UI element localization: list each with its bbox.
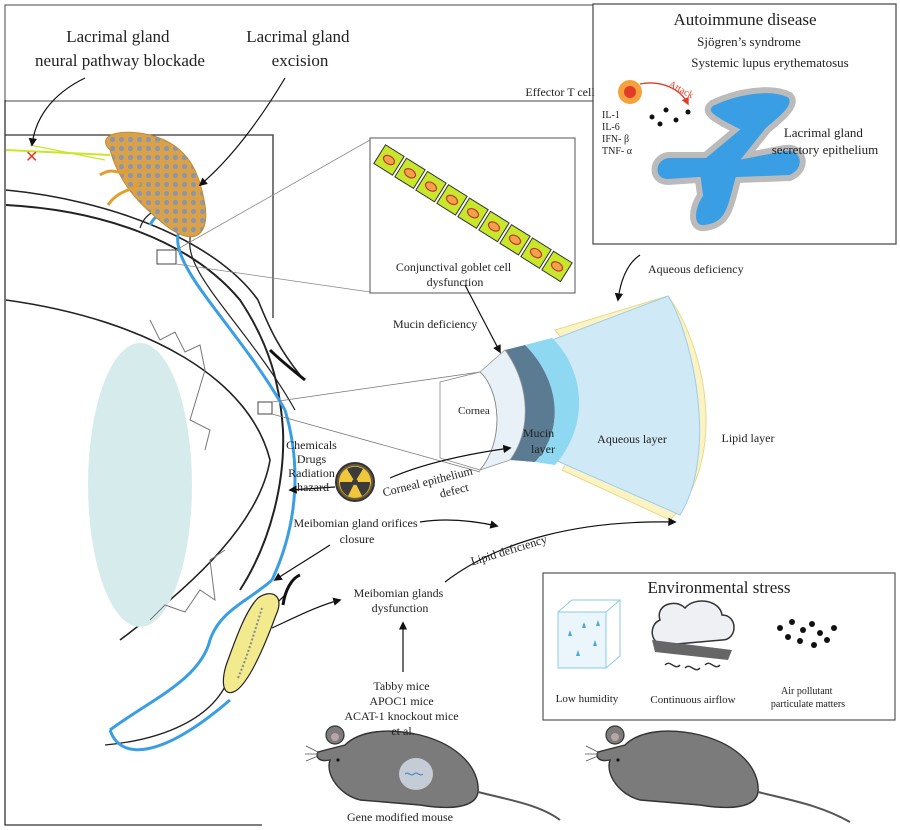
secretory-epithelium (651, 87, 806, 232)
svg-text:Meibomian gland orifices c: Meibomian gland orifices closure (294, 516, 421, 546)
svg-text:Meibomian glands dysfuncti: Meibomian glands dysfunction (354, 586, 447, 615)
goblet-cell-nucleus (487, 221, 501, 232)
arrow-lipid-deficiency (444, 517, 677, 583)
excision-label-2: excision (272, 51, 329, 70)
drugs-label: Drugs (297, 452, 327, 466)
gland-label-2: secretory epithelium (772, 142, 879, 157)
mouse-model-3: ACAT-1 knockout mice (344, 709, 458, 723)
arrow-corneal-defect (389, 444, 512, 479)
svg-text:Lacrimal gland secretory e: Lacrimal gland secretory epithelium (772, 125, 879, 157)
lipid-deficiency-label: Lipid deficiency (469, 532, 549, 568)
mouse-model-2: APOC1 mice (369, 694, 433, 708)
arrow-orifices-closure (419, 519, 499, 529)
svg-text:Mucin layer: Mucin layer (523, 426, 557, 456)
mucin-layer (525, 338, 580, 465)
svg-text:Lacrimal gland excision: Lacrimal gland excision (246, 27, 354, 70)
mucin-layer-label-1: Mucin (523, 426, 554, 440)
lens (88, 343, 192, 627)
gene-modified-mouse (305, 725, 561, 821)
cytokine-4: TNF- α (602, 146, 633, 157)
arrow-neural-blockade (28, 77, 86, 147)
cornea-label: Cornea (458, 405, 490, 417)
radiation-label: Radiation (288, 466, 335, 480)
neural-label-1: Lacrimal gland (66, 27, 170, 46)
goblet-cell-nucleus (508, 234, 522, 246)
goblet-label-1: Conjunctival goblet cell (396, 260, 512, 274)
arrow-meibomian (271, 597, 342, 629)
eye-structure (5, 189, 306, 752)
goblet-cell-nucleus (382, 154, 396, 166)
goblet-cell-nucleus (466, 207, 480, 219)
tear-zoom-box (257, 401, 273, 415)
hazard-label: hazard (297, 480, 329, 494)
gland-label-1: Lacrimal gland (784, 125, 864, 140)
blockade-x-icon: ✕ (25, 147, 38, 166)
tear-film (439, 295, 707, 521)
goblet-cell-nucleus (403, 168, 417, 179)
cytokine-2: IL-6 (602, 122, 620, 133)
chemicals-label: Chemicals (286, 438, 337, 452)
aqueous-layer-label: Aqueous layer (597, 432, 667, 446)
arrow-orifices-to-lid (273, 544, 331, 581)
goblet-cells (373, 144, 573, 283)
lacrimal-gland (99, 131, 207, 238)
air-pollutant-icon (777, 619, 837, 648)
goblet-zoom-box (156, 249, 177, 265)
cytokine-dot (649, 114, 655, 120)
goblet-label-2: dysfunction (427, 275, 484, 289)
airflow-label: Continuous airflow (650, 694, 735, 706)
goblet-cell-nucleus (550, 261, 564, 272)
environment-mouse (585, 725, 851, 823)
cytokine-3: IFN- β (602, 134, 629, 145)
effector-t-cell (618, 80, 642, 104)
goblet-cell-nucleus (529, 247, 543, 259)
autoimmune-item-2: Systemic lupus erythematosus (691, 55, 848, 70)
arrow-excision (198, 77, 286, 187)
pollutant-label-2: particulate matters (771, 699, 845, 710)
mucin-deficiency-label: Mucin deficiency (393, 317, 477, 331)
neural-pathway-line (5, 149, 111, 156)
mouse-model-1: Tabby mice (373, 679, 429, 693)
svg-text:Air pollutant particulate: Air pollutant particulate matters (771, 686, 845, 710)
neural-label-2: neural pathway blockade (35, 51, 205, 70)
effector-label: Effector T cell (525, 85, 595, 99)
svg-text:IL-1 IL-6 IFN- β T: IL-1 IL-6 IFN- β TNF- α (602, 110, 633, 157)
meibomian-dysfunction-2: dysfunction (372, 601, 429, 615)
lipid-layer-label: Lipid layer (722, 431, 775, 445)
autoimmune-item-1: Sjögren’s syndrome (697, 34, 801, 49)
continuous-airflow-icon (651, 600, 735, 671)
environment-title: Environmental stress (647, 578, 790, 597)
svg-text:Chemicals Drugs Radiat: Chemicals Drugs Radiation hazard (286, 438, 340, 494)
pollutant-label-1: Air pollutant (781, 686, 833, 697)
meibomian-dysfunction-1: Meibomian glands (354, 586, 444, 600)
humidity-label: Low humidity (556, 693, 619, 705)
cytokine-1: IL-1 (602, 110, 620, 121)
arrow-aqueous (614, 254, 641, 302)
arrow-goblet-to-mucin (464, 284, 501, 354)
lower-conjunctiva (109, 578, 274, 732)
aqueous-deficiency-label: Aqueous deficiency (648, 262, 744, 276)
radiation-hazard-icon (335, 462, 375, 502)
svg-text:Lacrimal gland neural path: Lacrimal gland neural pathway blockade (35, 27, 205, 70)
excision-label-1: Lacrimal gland (246, 27, 350, 46)
goblet-cell-nucleus (424, 181, 438, 192)
orifices-label-2: closure (340, 532, 375, 546)
gene-mouse-label: Gene modified mouse (347, 810, 453, 824)
meibomian-gland (222, 593, 280, 694)
mouse-model-4: et al. (391, 724, 414, 738)
orifices-label-1: Meibomian gland orifices (294, 516, 418, 530)
mucin-layer-label-2: layer (531, 442, 555, 456)
goblet-cell-nucleus (445, 194, 459, 206)
svg-text:Conjunctival goblet cell d: Conjunctival goblet cell dysfunction (396, 260, 514, 289)
low-humidity-icon (557, 599, 622, 669)
arrow-chemicals (288, 485, 336, 494)
svg-text:Corneal epithelium defec: Corneal epithelium defect (381, 463, 480, 514)
svg-text:Tabby mice APOC1 mice: Tabby mice APOC1 mice ACAT-1 knockout mi… (344, 679, 461, 738)
autoimmune-title: Autoimmune disease (673, 10, 816, 29)
attack-arrow (639, 82, 689, 106)
face-frame (4, 100, 274, 826)
